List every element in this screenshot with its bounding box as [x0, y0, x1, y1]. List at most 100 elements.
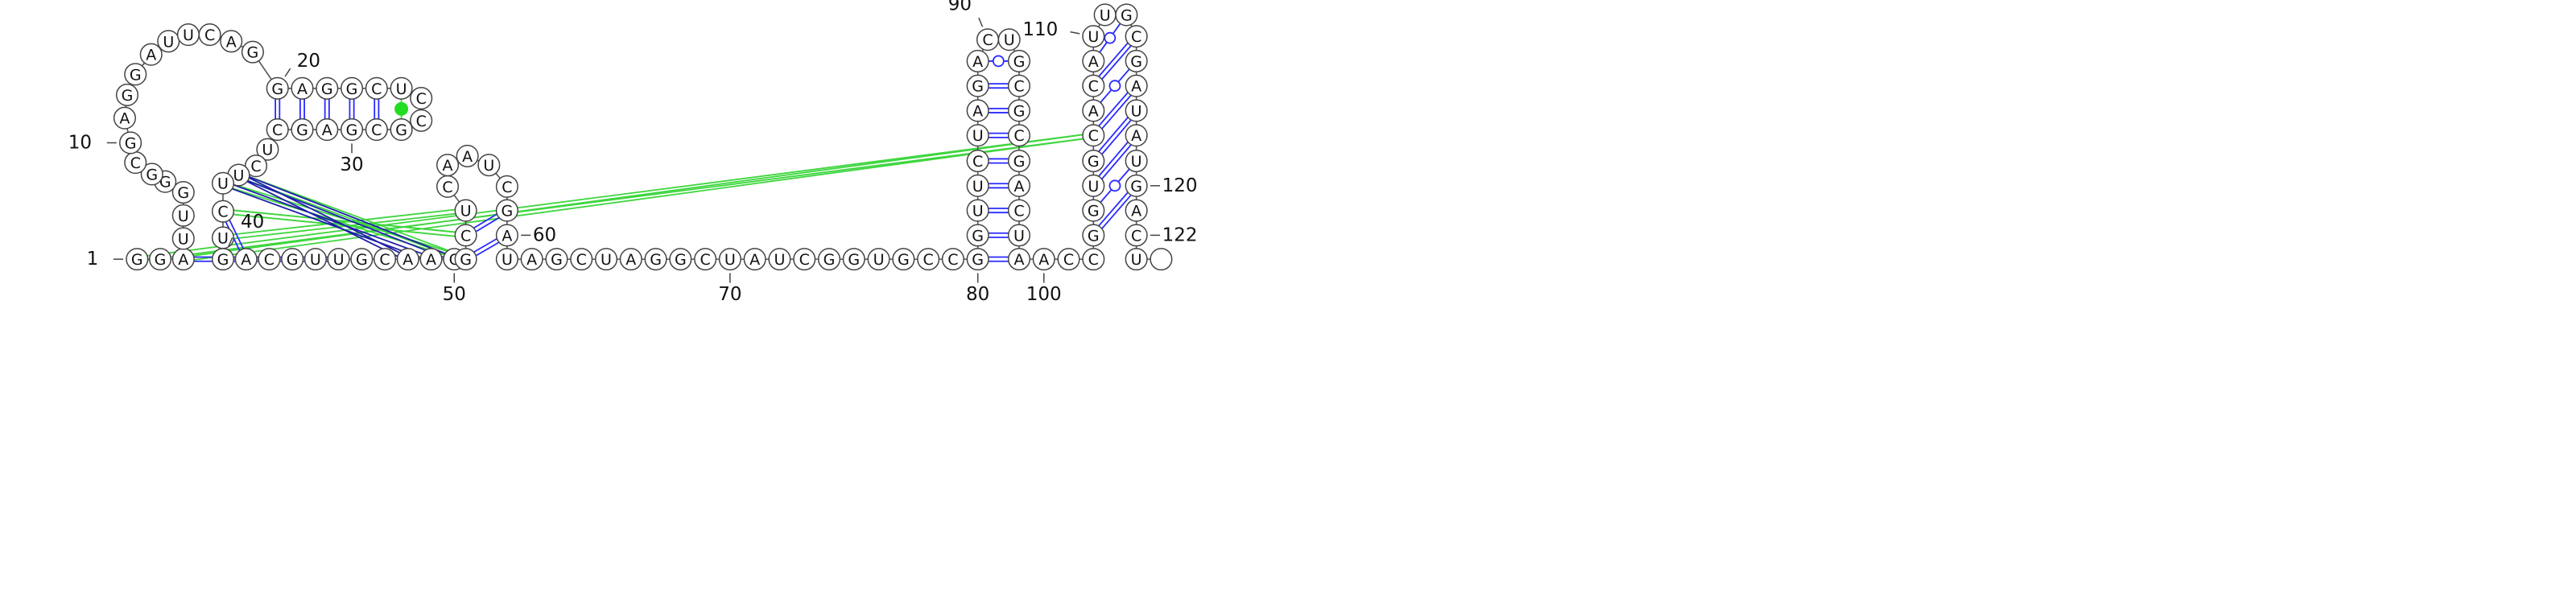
nucleotide-letter: G [287, 251, 299, 269]
nucleotide: G [842, 248, 865, 271]
crossing-base-pair [237, 172, 410, 262]
nucleotide-circle [171, 227, 195, 250]
nucleotide-letter: U [310, 251, 321, 269]
nucleotide-letter: A [443, 157, 453, 175]
nucleotide-circle [1007, 74, 1031, 97]
nucleotide: A [234, 248, 258, 271]
nucleotide: C [124, 151, 147, 175]
nucleotide-circle [374, 248, 397, 271]
nucleotide-letter: A [972, 53, 983, 71]
nucleotide-circle [281, 248, 304, 271]
nucleotide-letter: U [724, 251, 736, 269]
nucleotide-letter: U [1131, 251, 1142, 269]
nucleotide: C [917, 248, 940, 271]
nucleotide: C [266, 118, 289, 142]
nucleotide-letter: C [799, 251, 810, 269]
nucleotide-circle [198, 23, 221, 47]
nucleotide: A [1125, 199, 1148, 222]
nucleotide-letter: C [416, 113, 427, 130]
nucleotide: U [1082, 25, 1105, 48]
position-label: 90 [948, 0, 984, 27]
position-number: 1 [87, 249, 99, 270]
tertiary-interaction [183, 132, 1094, 262]
nucleotide: C [374, 248, 397, 271]
nucleotide: G [316, 76, 339, 100]
nucleotide: C [1007, 199, 1031, 222]
nucleotide: C [495, 175, 518, 198]
nucleotide-circle [495, 175, 518, 198]
nucleotide-letter: U [972, 203, 984, 220]
nucleotide-circle [234, 248, 258, 271]
nucleotide-letter: C [923, 251, 933, 269]
nucleotide-circle [1032, 248, 1055, 271]
nucleotide-circle [1007, 99, 1031, 122]
nucleotide: U [211, 226, 235, 249]
nucleotide-letter: A [972, 102, 983, 120]
nucleotide-letter: C [1013, 78, 1024, 96]
nucleotide-circle [390, 76, 413, 100]
nucleotide: A [436, 154, 460, 177]
nucleotide: G [119, 131, 142, 154]
nucleotide-letter: G [321, 80, 333, 98]
nucleotide-circle [1082, 124, 1105, 147]
nucleotide-letter: U [972, 127, 984, 145]
nucleotide-circle [258, 248, 281, 271]
position-label: 30 [340, 143, 364, 175]
nucleotide-letter: U [396, 80, 407, 98]
nucleotide-letter: C [1131, 28, 1141, 46]
nucleotide: G [1082, 150, 1105, 173]
nucleotide: C [258, 248, 281, 271]
nucleotide-circle [410, 87, 433, 110]
nucleotide-letter: A [1088, 53, 1099, 71]
nucleotide-letter: C [217, 204, 228, 221]
position-number: 122 [1162, 224, 1198, 245]
nucleotide: U [256, 138, 279, 161]
nucleotide-circle [327, 248, 350, 271]
nucleotide-circle [966, 99, 989, 122]
nucleotide-letter: G [346, 80, 358, 98]
nucleotide: G [1007, 49, 1031, 72]
position-number: 30 [340, 154, 363, 175]
nucleotide-letter: G [247, 44, 259, 62]
nucleotide-circle [570, 248, 593, 271]
nucleotide-letter: G [1130, 53, 1142, 71]
nucleotide-circle [966, 224, 989, 247]
nucleotide-letter: G [1013, 53, 1026, 71]
nucleotide-letter: U [483, 157, 494, 175]
nucleotide: A [113, 106, 136, 130]
nucleotide-letter: C [576, 251, 587, 269]
nucleotide: C [1125, 224, 1148, 247]
nucleotide-circle [256, 138, 279, 161]
nucleotide: U [966, 199, 989, 222]
nucleotide: A [171, 248, 195, 271]
nucleotide-circle [867, 248, 890, 271]
nucleotide: G [390, 118, 413, 142]
nucleotide-letter: G [395, 121, 407, 139]
nucleotide-circle [997, 28, 1021, 51]
nucleotide: A [1007, 174, 1031, 197]
nucleotide-circle [495, 248, 518, 271]
nucleotide-circle [966, 174, 989, 197]
nucleotide: G [291, 118, 314, 142]
nucleotide-letter: C [272, 121, 283, 139]
nucleotide: C [1007, 124, 1031, 147]
nucleotide: G [1082, 224, 1105, 247]
nucleotide: C [365, 76, 388, 100]
position-number: 100 [1026, 284, 1062, 305]
nucleotide: C [570, 248, 593, 271]
nucleotide-letter: C [1088, 78, 1099, 96]
nucleotide: G [892, 248, 915, 271]
position-tick [228, 237, 233, 247]
nucleotide-circle [113, 106, 136, 130]
nucleotide-circle [1007, 49, 1031, 72]
nucleotide-letter: U [333, 251, 345, 269]
nucleotide-letter: G [271, 80, 283, 98]
nucleotide: U [867, 248, 890, 271]
nucleotide: G [148, 248, 172, 271]
nucleotide-circle [966, 74, 989, 97]
position-label: 1 [87, 249, 123, 270]
nucleotide-letter: G [848, 251, 860, 269]
nucleotide: G [1115, 3, 1138, 27]
nucleotide-letter: G [131, 251, 143, 269]
